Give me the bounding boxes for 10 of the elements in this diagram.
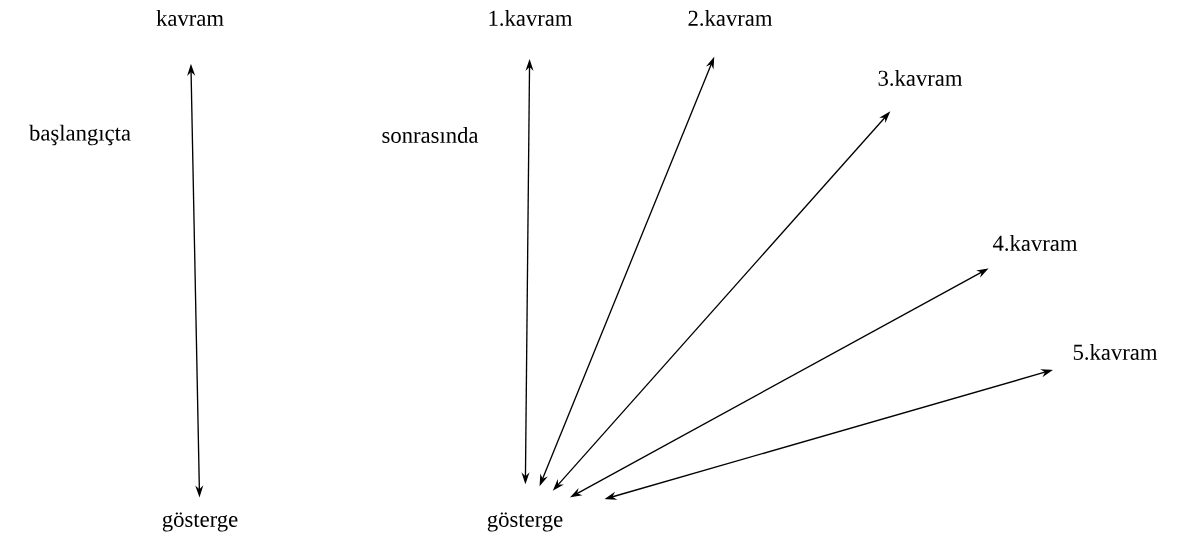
text-label: başlangıçta [29, 124, 131, 146]
concept-label: 5.kavram [1073, 343, 1158, 360]
concept-label: 2.kavram [688, 9, 773, 26]
concept-label: 1.kavram [489, 9, 573, 26]
concept-label: 4.kavram [992, 234, 1078, 251]
concept-label: gösterge [162, 512, 238, 532]
concept-label: 3.kavram [878, 69, 963, 86]
text-label: sonrasında [382, 127, 479, 143]
concept-label: gösterge [487, 512, 563, 532]
concept-label: kavram [156, 10, 224, 26]
